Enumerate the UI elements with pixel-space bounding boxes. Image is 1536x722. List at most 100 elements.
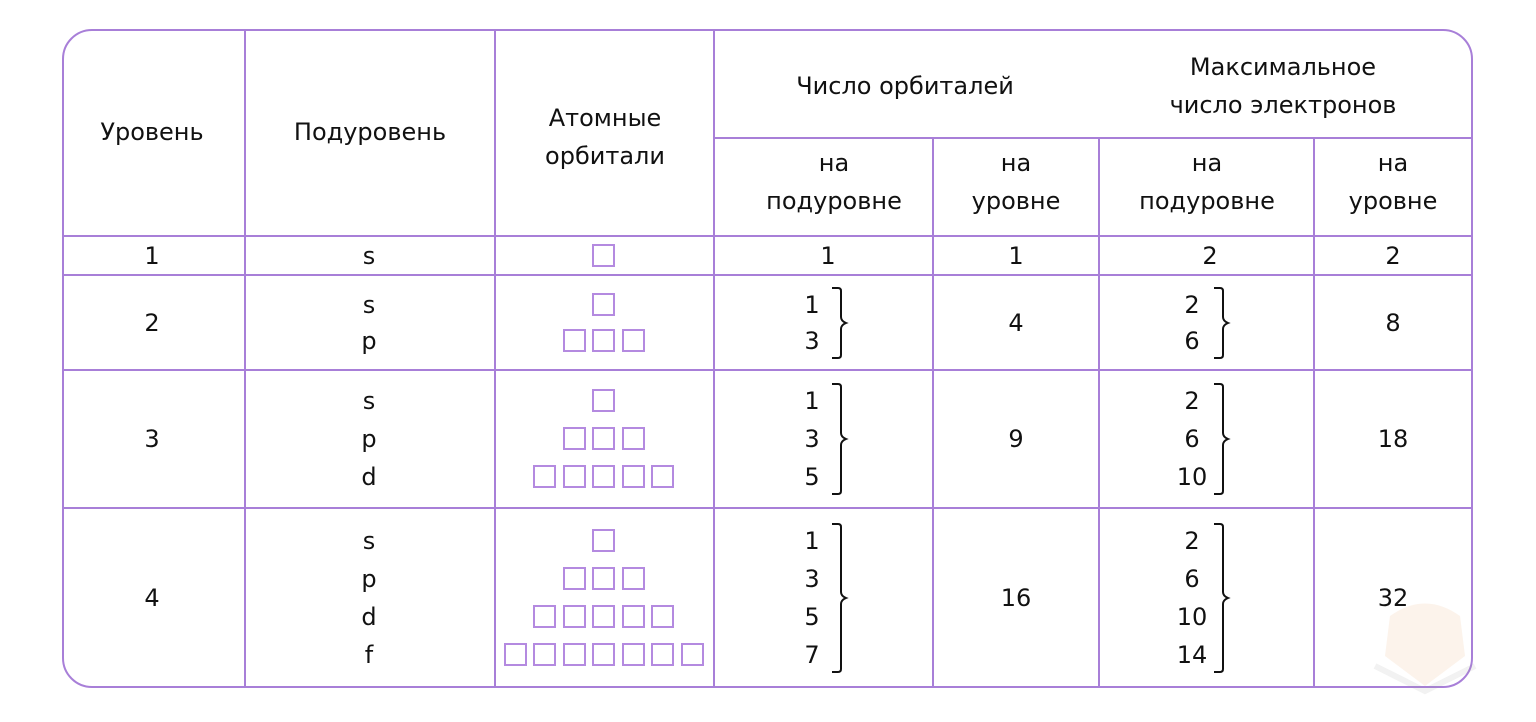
orbital-box-icon [533,643,557,666]
electrons-on-sublevel: 2 [1184,290,1200,319]
sublevel-label: s [362,241,376,270]
sublevel-label: s [362,387,376,415]
electrons-on-sublevel: 14 [1176,641,1208,669]
orbital-box-icon [651,465,675,488]
orbital-box-icon [562,465,586,488]
curly-brace-icon [832,286,849,359]
orbital-box-icon [680,643,704,666]
sublevel-label: d [361,603,377,631]
sublevel-label: p [361,565,377,593]
orbitals-on-sublevel: 1 [804,290,820,319]
electrons-on-sublevel: 10 [1176,463,1208,491]
sublevel-label: d [361,463,377,491]
electrons-on-sublevel: 6 [1184,425,1200,453]
orbital-box-icon [621,643,645,666]
curly-brace-icon [832,383,849,495]
electrons-on-sublevel: 6 [1184,326,1200,355]
orbital-box-icon [562,643,586,666]
orbital-box-icon [592,643,616,666]
electrons-on-sublevel: 2 [1184,527,1200,555]
row-divider [62,507,1473,509]
row-divider [62,369,1473,371]
column-divider [244,29,246,688]
curly-brace-icon [832,523,849,673]
header-level: Уровень [100,118,204,146]
orbital-box-icon [592,292,616,316]
column-divider [494,29,496,688]
orbital-box-icon [562,567,586,590]
header-sublevel: Подуровень [293,118,447,146]
orbital-box-icon [592,427,616,450]
electrons-on-level: 18 [1377,425,1409,453]
level-number: 4 [144,584,160,612]
row-divider [62,235,1473,237]
bear-logo-watermark [1373,603,1477,695]
curly-brace-icon [1214,383,1231,495]
header-subdivider [714,137,1473,139]
orbitals-on-level: 4 [1008,308,1024,337]
orbitals-on-sublevel: 1 [804,527,820,555]
orbital-box-icon [592,465,616,488]
sublevel-label: s [362,527,376,555]
electrons-on-sublevel: 10 [1176,603,1208,631]
orbital-box-icon [592,243,616,267]
level-number: 3 [144,425,160,453]
electrons-on-level: 8 [1385,308,1401,337]
electrons-on-sublevel: 6 [1184,565,1200,593]
sublevel-label: f [364,641,374,669]
orbital-box-icon [592,328,616,352]
orbital-box-icon [592,567,616,590]
column-divider [713,29,715,688]
orbitals-on-sublevel: 5 [804,463,820,491]
orbital-box-icon [533,465,557,488]
orbitals-on-sublevel: 3 [804,565,820,593]
orbital-box-icon [533,605,557,628]
column-divider [1313,138,1315,688]
orbital-box-icon [592,605,616,628]
orbital-box-icon [621,567,645,590]
orbital-box-icon [621,328,645,352]
orbital-box-icon [562,328,586,352]
orbital-table [62,29,1473,688]
column-divider [1098,138,1100,688]
orbitals-on-level: 16 [1000,584,1032,612]
electrons-on-level: 2 [1385,241,1401,270]
curly-brace-icon [1214,286,1231,359]
orbital-box-icon [621,605,645,628]
orbitals-on-level: 9 [1008,425,1024,453]
orbitals-on-level: 1 [1008,241,1024,270]
orbital-box-icon [503,643,527,666]
sublevel-label: p [361,326,377,355]
level-number: 1 [144,241,160,270]
curly-brace-icon [1214,523,1231,673]
orbital-box-icon [621,465,645,488]
row-divider [62,274,1473,276]
orbital-box-icon [651,605,675,628]
sublevel-label: p [361,425,377,453]
orbital-box-icon [592,389,616,412]
orbitals-on-sublevel: 3 [804,425,820,453]
electrons-on-sublevel: 2 [1202,241,1218,270]
orbitals-on-sublevel: 7 [804,641,820,669]
orbitals-on-sublevel: 1 [804,387,820,415]
column-divider [932,138,934,688]
orbital-box-icon [562,427,586,450]
orbital-box-icon [621,427,645,450]
orbitals-on-sublevel: 1 [820,241,836,270]
level-number: 2 [144,308,160,337]
header-orbital-count: Число орбиталей [796,72,1014,100]
electrons-on-level: 32 [1377,584,1409,612]
orbital-box-icon [562,605,586,628]
sublevel-label: s [362,290,376,319]
orbital-box-icon [651,643,675,666]
orbitals-on-sublevel: 5 [804,603,820,631]
orbital-box-icon [592,529,616,552]
electrons-on-sublevel: 2 [1184,387,1200,415]
orbitals-on-sublevel: 3 [804,326,820,355]
